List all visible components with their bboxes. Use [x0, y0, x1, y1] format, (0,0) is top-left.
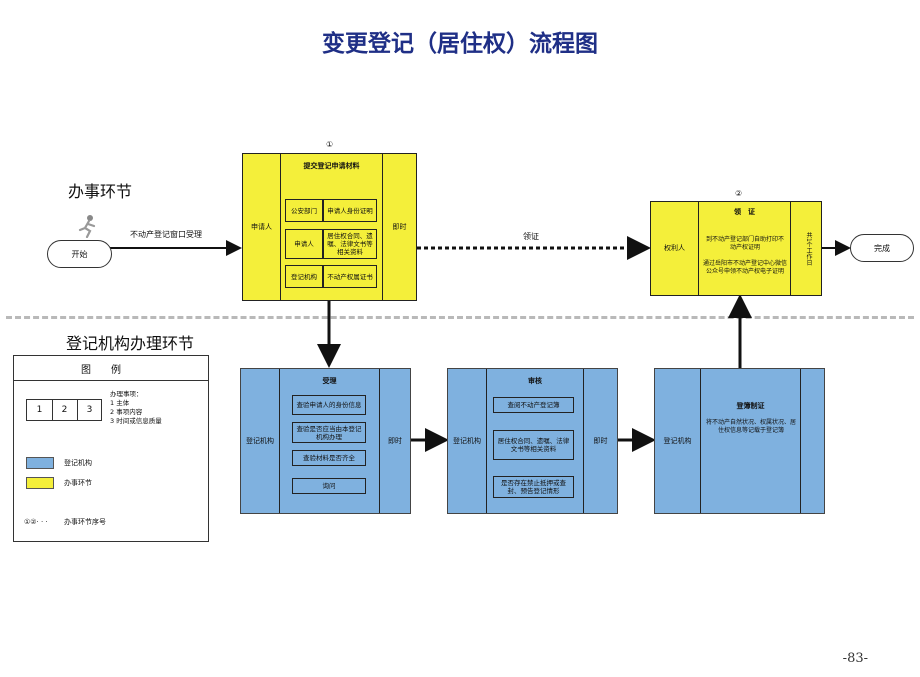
legend-note-1: 1 主体 [110, 399, 130, 407]
legend-seq-symbols: ①②· · · [24, 518, 48, 526]
step1-row1-a: 公安部门 [285, 199, 323, 222]
step1-row1-b: 申请人身份证明 [323, 199, 377, 222]
legend-yellow-swatch [26, 477, 54, 489]
step2-timing: 共1个工作日 [805, 231, 812, 266]
legend-blue-swatch [26, 457, 54, 469]
step2-heading: 领 证 [734, 208, 755, 216]
accept-timing: 即时 [388, 436, 402, 445]
legend-heading: 图例 [14, 356, 208, 381]
legend-blue-label: 登记机构 [64, 459, 92, 467]
register-box: 登记机构 登簿制证 将不动产自然状况、权属状况、居住权信息等记载于登记簿 [654, 368, 825, 514]
accept-item-2: 查验是否应当由本登记机构办理 [292, 422, 366, 443]
section-divider [6, 316, 914, 319]
accept-box: 登记机构 受理 查验申请人的身份信息 查验是否应当由本登记机构办理 查验材料是否… [240, 368, 411, 514]
review-actor: 登记机构 [453, 436, 481, 445]
start-node: 开始 [47, 240, 112, 268]
legend-cell-3: 3 [86, 405, 93, 415]
review-box: 登记机构 审核 查阅不动产登记簿 居住权合同、遗嘱、法律文书等相关资料 是否存在… [447, 368, 618, 514]
register-actor: 登记机构 [663, 436, 692, 445]
legend-note-2: 2 事项内容 [110, 408, 143, 416]
step1-actor: 申请人 [251, 222, 272, 231]
register-heading: 登簿制证 [736, 402, 765, 410]
step1-timing: 即时 [392, 222, 407, 231]
accept-actor: 登记机构 [246, 436, 274, 445]
legend: 图例 1 2 3 办理事项： 1 主体 2 事项内容 3 时间或信息质量 登记机… [13, 355, 209, 542]
runner-icon [74, 214, 100, 239]
section-label-bottom: 登记机构办理环节 [66, 334, 195, 353]
legend-notes-title: 办理事项： [110, 390, 143, 398]
step2-box: 权利人 领 证 到不动产登记部门自助打印不动产权证明 通过岳阳市不动产登记中心微… [650, 201, 822, 296]
accept-heading: 受理 [322, 377, 337, 385]
step1-number: ① [326, 140, 334, 149]
step2-body2: 通过岳阳市不动产登记中心微信公众号申领不动产权电子证明 [703, 260, 788, 275]
step2-actor: 权利人 [664, 244, 685, 252]
legend-cell-2: 2 [52, 400, 78, 420]
legend-yellow-label: 办事环节 [64, 479, 92, 487]
step1-box: 申请人 提交登记申请材料 公安部门 申请人身份证明 申请人 居住权合同、遗嘱、法… [242, 153, 417, 301]
review-timing: 即时 [593, 436, 608, 445]
finish-node: 完成 [850, 234, 914, 262]
step1-row3-b: 不动产权属证书 [323, 265, 377, 288]
step1-heading: 提交登记申请材料 [303, 162, 360, 170]
accept-item-1: 查验申请人的身份信息 [292, 395, 366, 415]
accept-item-4: 询问 [292, 478, 366, 494]
section-label-top: 办事环节 [68, 182, 133, 201]
legend-cell-group: 1 2 3 [26, 399, 102, 421]
review-item-1: 查阅不动产登记簿 [493, 397, 574, 413]
step2-number: ② [735, 189, 743, 198]
legend-note-3: 3 时间或信息质量 [110, 417, 162, 425]
page-number: -83- [842, 651, 868, 666]
register-body: 将不动产自然状况、权属状况、居住权信息等记载于登记簿 [705, 419, 796, 434]
step2-body1: 到不动产登记部门自助打印不动产权证明 [705, 236, 784, 251]
step1-row2-b: 居住权合同、遗嘱、法律文书等相关资料 [323, 229, 377, 259]
edge-label-window: 不动产登记窗口受理 [130, 230, 202, 239]
step1-row2-a: 申请人 [285, 229, 323, 259]
review-item-3: 是否存在禁止抵押或查封、预告登记情形 [493, 476, 574, 498]
step1-row3-a: 登记机构 [285, 265, 323, 288]
legend-cell-1: 1 [27, 400, 53, 420]
legend-seq-label: 办事环节序号 [64, 518, 106, 526]
review-item-2: 居住权合同、遗嘱、法律文书等相关资料 [493, 430, 574, 460]
page-title: 变更登记（居住权）流程图 [322, 30, 598, 57]
review-heading: 审核 [528, 377, 542, 385]
edge-label-collect: 领证 [523, 232, 539, 241]
accept-item-3: 查验材料是否齐全 [292, 450, 366, 466]
